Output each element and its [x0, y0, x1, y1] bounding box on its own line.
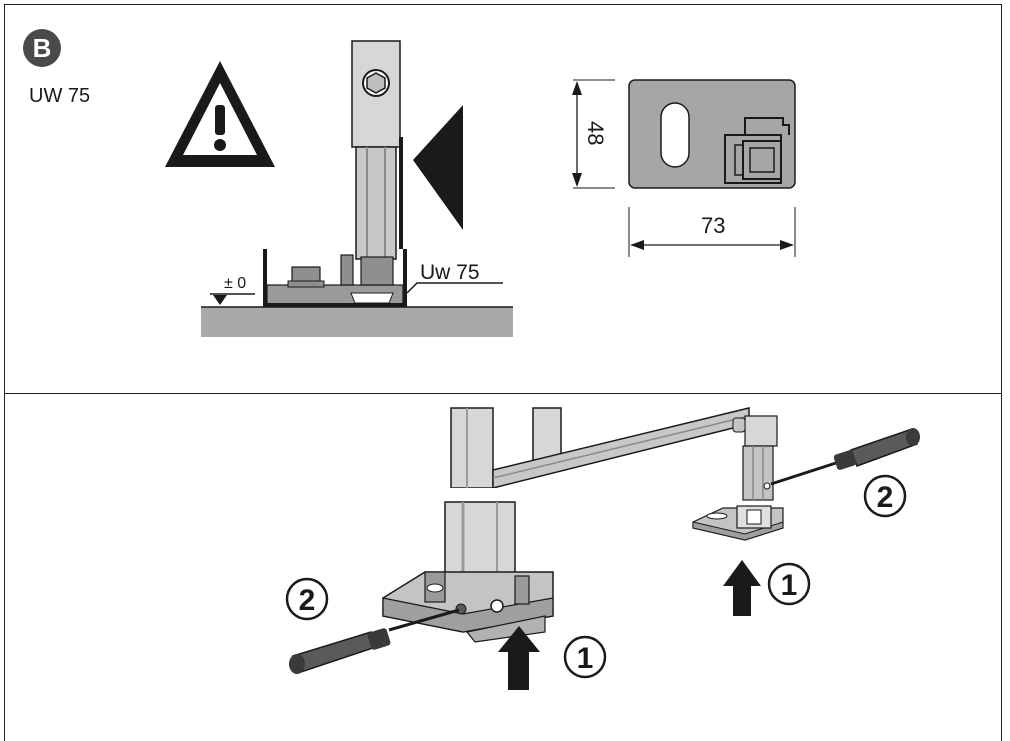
- right-push-arrow: [723, 560, 761, 616]
- step-marker-left-2: 2: [285, 577, 329, 621]
- width-label: 73: [701, 213, 725, 238]
- floor: [201, 307, 513, 337]
- base-channel: [263, 249, 407, 307]
- callout-label: Uw 75: [420, 261, 480, 284]
- width-dimension: [628, 207, 796, 257]
- right-foot-assembly: [692, 415, 784, 541]
- vertical-post: [351, 40, 403, 260]
- assembly-diagram: 1 2 1 2: [285, 407, 920, 690]
- step-label: 2: [299, 584, 316, 617]
- step-marker-left-1: 1: [563, 635, 607, 679]
- height-dimension: [572, 79, 615, 189]
- left-push-arrow: [498, 626, 540, 690]
- warning-icon: [165, 61, 275, 167]
- callout-line: [406, 282, 503, 294]
- bottom-panel: 1 2 1 2: [4, 393, 1002, 741]
- section-badge: B: [23, 29, 61, 67]
- top-panel: B UW 75: [4, 4, 1002, 394]
- model-label: UW 75: [29, 85, 91, 107]
- level-mark: [210, 293, 255, 305]
- right-screwdriver-icon: [770, 428, 920, 486]
- frame-rails: [445, 407, 750, 498]
- step-marker-right-1: 1: [767, 562, 811, 606]
- height-label: 48: [583, 121, 608, 145]
- step-marker-right-2: 2: [863, 474, 907, 518]
- direction-arrow: [413, 105, 463, 230]
- step-label: 2: [877, 481, 894, 514]
- left-screwdriver-icon: [289, 608, 460, 674]
- base-plate: [628, 79, 796, 189]
- installation-diagram: ± 0 Uw 75 48: [165, 40, 796, 337]
- left-foot-assembly: [382, 501, 554, 643]
- level-label: ± 0: [224, 275, 246, 292]
- step-label: 1: [781, 569, 798, 602]
- step-label: 1: [577, 642, 594, 675]
